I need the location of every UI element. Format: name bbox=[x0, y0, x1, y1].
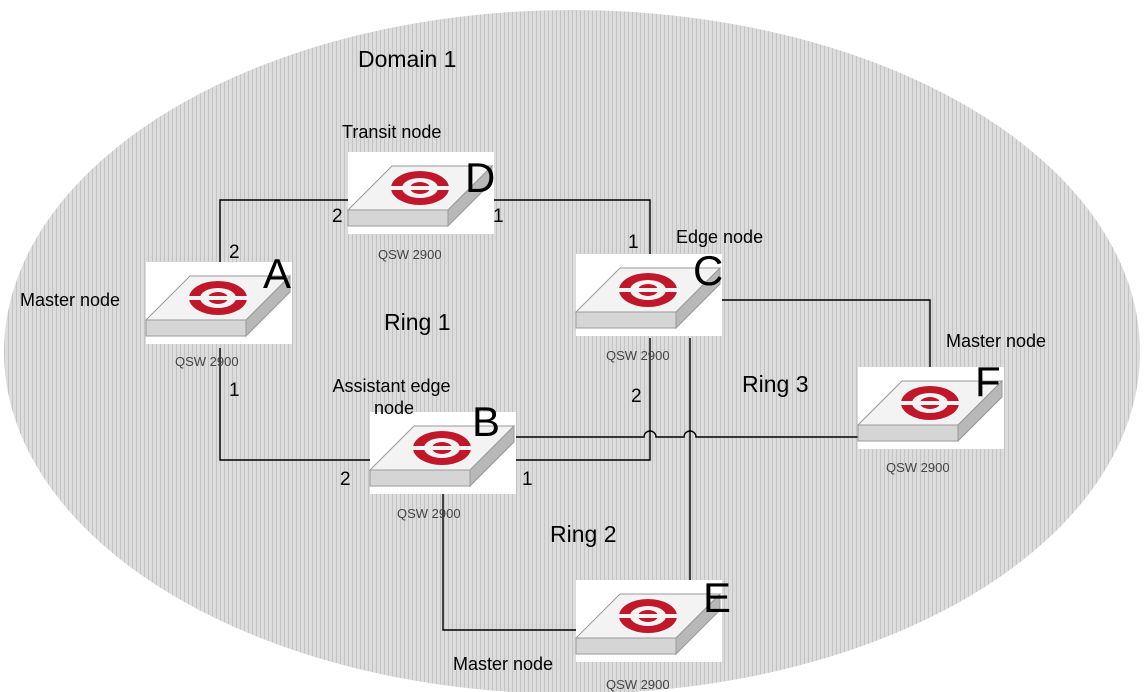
link-b-c bbox=[515, 338, 651, 461]
role-label-e: Master node bbox=[453, 654, 553, 674]
model-label-f: QSW 2900 bbox=[886, 460, 950, 475]
domain-label: Domain 1 bbox=[358, 46, 456, 72]
ring-label-3: Ring 3 bbox=[742, 371, 808, 397]
links bbox=[219, 199, 931, 631]
link-a-b bbox=[219, 348, 370, 461]
role-label-d: Transit node bbox=[342, 122, 441, 142]
port-label-b-1: 1 bbox=[522, 469, 533, 490]
role-label-b-text-line2: node bbox=[374, 398, 414, 418]
link-a-d bbox=[219, 199, 350, 268]
role-label-b-text: Assistant edge bbox=[332, 376, 450, 396]
node-letter-b: B bbox=[472, 398, 500, 445]
port-label-a-1: 1 bbox=[229, 380, 240, 401]
port-label-d-2: 2 bbox=[332, 206, 343, 227]
node-letter-c: C bbox=[693, 247, 723, 294]
link-b-f bbox=[515, 430, 860, 438]
ring-label-2: Ring 2 bbox=[550, 521, 616, 547]
model-label-b: QSW 2900 bbox=[397, 506, 461, 521]
domain-area bbox=[4, 10, 1140, 692]
node-letter-f: F bbox=[975, 358, 1001, 405]
role-label-b: Assistant edge node bbox=[332, 376, 455, 418]
port-label-d-1: 1 bbox=[493, 206, 504, 227]
model-label-c: QSW 2900 bbox=[606, 348, 670, 363]
network-switch-icon bbox=[575, 579, 723, 663]
port-label-c-2: 2 bbox=[631, 386, 642, 407]
role-label-a: Master node bbox=[20, 290, 120, 310]
role-label-c: Edge node bbox=[676, 227, 763, 247]
port-label-c-1: 1 bbox=[628, 232, 639, 253]
model-label-a: QSW 2900 bbox=[175, 354, 239, 369]
node-e[interactable] bbox=[575, 579, 723, 663]
role-label-f: Master node bbox=[946, 331, 1046, 351]
link-b-e bbox=[442, 492, 578, 631]
node-letter-d: D bbox=[465, 154, 495, 201]
port-label-a-2: 2 bbox=[229, 242, 240, 263]
model-label-d: QSW 2900 bbox=[378, 247, 442, 262]
ring-label-1: Ring 1 bbox=[384, 309, 450, 335]
link-c-f bbox=[720, 299, 931, 375]
port-label-b-2: 2 bbox=[340, 469, 351, 490]
node-letter-a: A bbox=[263, 250, 291, 297]
link-d-c bbox=[490, 199, 651, 266]
model-label-e: QSW 2900 bbox=[606, 677, 670, 692]
node-letter-e: E bbox=[703, 574, 731, 621]
